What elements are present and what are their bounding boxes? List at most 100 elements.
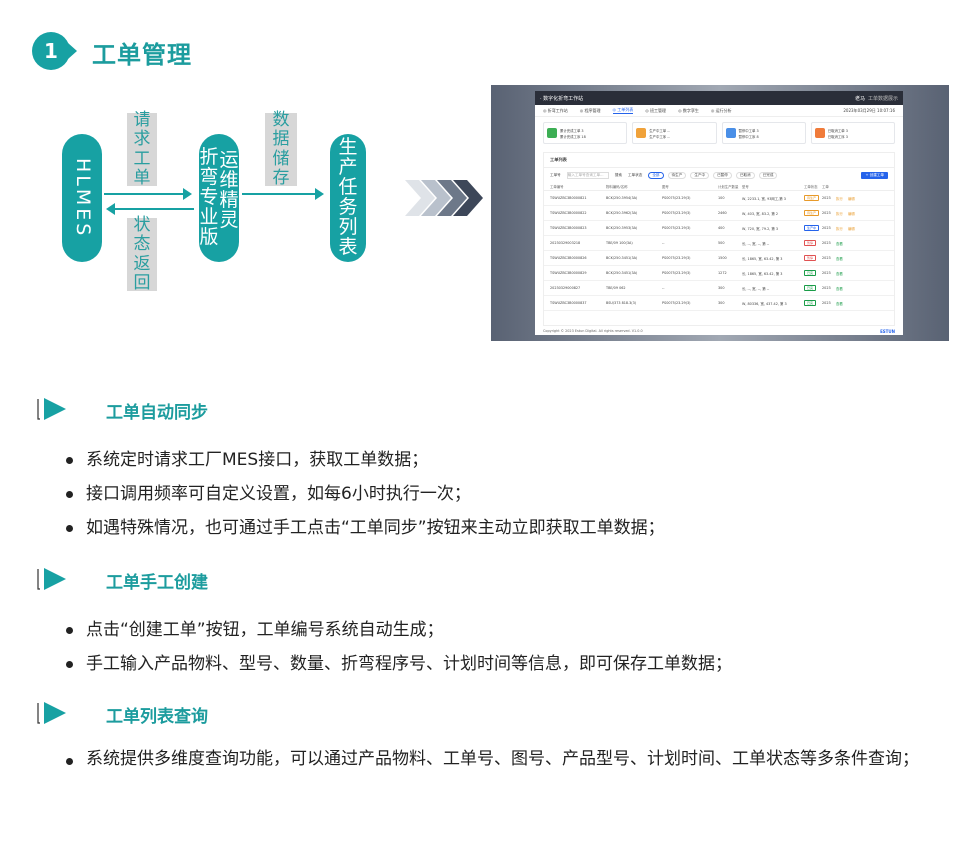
table-cell: W, 2233.1, 宽, 93网工,第 3	[742, 196, 786, 201]
table-cell: 2023	[822, 226, 831, 230]
stat-icon	[725, 128, 736, 138]
row-action-link[interactable]: 编辑	[848, 196, 855, 201]
vertical-char: 态	[133, 234, 151, 255]
table-cell: TSWUZBC3B0000826	[550, 256, 587, 260]
section-title-auto-sync: 工单自动同步	[106, 403, 208, 423]
row-action-link[interactable]: 执行	[836, 226, 843, 231]
flow-node-bend-col1: 折弯专业版	[199, 147, 219, 248]
table-cell: 长, --, 宽, --, 第 --	[742, 286, 770, 291]
row-action-link[interactable]: 编辑	[848, 226, 855, 231]
section-number-badge: 1	[32, 32, 70, 70]
vertical-char: 回	[133, 272, 151, 293]
status-chip[interactable]: 全部	[648, 172, 664, 179]
footer-logo: ESTUN	[880, 328, 895, 334]
status-cell: 已完	[804, 285, 822, 291]
app-window: · 数字化折弯工作站 老马 工单数据展示 ◎ 折弯工作站 ◎ 程序管理 ◎ 工单列表…	[535, 91, 903, 335]
table-cell: PS0075/23.29(3)	[662, 196, 691, 200]
vertical-char: 弯	[199, 166, 219, 189]
row-action-link[interactable]: 执行	[836, 196, 843, 201]
row-action-link[interactable]: 查看	[836, 256, 843, 261]
vertical-char: 单	[133, 167, 151, 188]
table-cell: BCK/250.3451(3A)	[606, 256, 638, 260]
list-query-list: 系统提供多维度查询功能，可以通过产品物料、工单号、图号、产品型号、计划时间、工单…	[64, 744, 950, 775]
play-arrow-icon	[37, 398, 66, 420]
vertical-char: 产	[338, 156, 358, 179]
status-chip[interactable]: 已暂停	[713, 172, 732, 179]
table-cell: 300	[718, 286, 725, 290]
vertical-char: 据	[272, 129, 290, 150]
table-cell: W, 720, 宽, 79.2, 第 3	[742, 226, 779, 231]
vertical-char: 灵	[219, 208, 239, 231]
badge-arrow-icon	[68, 43, 77, 59]
nav-tab[interactable]: ◎ 运行分析	[710, 107, 732, 113]
row-action-link[interactable]: 查看	[836, 271, 843, 276]
status-badge: 已完	[804, 285, 817, 291]
arrow-right-icon	[242, 188, 324, 200]
table-cell: 2023	[822, 271, 831, 275]
vertical-char: 专	[199, 186, 219, 209]
table-cell: PS0075/23.29(3)	[662, 211, 691, 215]
status-cell: 待生产	[804, 195, 822, 201]
vertical-char: 版	[199, 225, 219, 248]
vertical-char: 维	[219, 169, 239, 192]
row-action-link[interactable]: 执行	[836, 211, 843, 216]
filter-bar: 工单号 输入工单号查询工单... 搜索 工单状态 全部待生产生产中已暂停已取消已…	[544, 168, 894, 183]
nav-tab[interactable]: ◎ 折弯工作站	[543, 107, 568, 113]
arrow-left-icon	[106, 203, 194, 215]
table-cell: --	[662, 241, 665, 245]
table-header: 工单编号物料编码/名称图号计划生产数量型号工单状态工单	[544, 183, 894, 191]
status-cell: 生产中	[804, 225, 822, 231]
vertical-char: 状	[133, 215, 151, 236]
vertical-char: 表	[338, 235, 358, 258]
user-role: 工单数据展示	[867, 95, 898, 102]
table-cell: TSWUZBC3B0000837	[550, 301, 587, 305]
row-action-link[interactable]: 查看	[836, 301, 843, 306]
column-header: 计划生产数量	[718, 185, 739, 189]
nav-tab[interactable]: ◎ 数字孪生	[678, 107, 699, 113]
app-header: · 数字化折弯工作站 老马 工单数据展示	[535, 91, 903, 105]
app-title: · 数字化折弯工作站	[540, 95, 584, 102]
auto-sync-list: 系统定时请求工厂MES接口，获取工单数据； 接口调用频率可自定义设置，如每6小时…	[64, 443, 665, 545]
table-cell: TBE/09 100(3A)	[606, 241, 633, 245]
status-chip[interactable]: 生产中	[690, 172, 710, 179]
row-action-link[interactable]: 编辑	[848, 211, 855, 216]
status-cell: 暂停	[804, 240, 822, 246]
stat-text: 暂停中工单 3	[738, 128, 759, 133]
filter-label: 工单号	[550, 173, 561, 177]
table-cell: TSWUZBC3B0000829	[550, 271, 587, 275]
status-badge: 暂停	[804, 240, 817, 246]
stat-text: 累计完成工单 3	[560, 128, 584, 133]
table-cell: BCK/250.3954(3A)	[606, 196, 638, 200]
table-cell: BCK/250.3962(3A)	[606, 211, 638, 215]
flow-node-bend: 折弯专业版 运维精灵	[199, 134, 239, 262]
status-cell: 已完	[804, 270, 822, 276]
status-chip[interactable]: 待生产	[667, 172, 687, 179]
row-action-link[interactable]: 查看	[836, 241, 843, 246]
search-button[interactable]: 搜索	[614, 173, 622, 177]
row-action-link[interactable]: 查看	[836, 286, 843, 291]
flow-node-production: 生产任务列表	[330, 134, 366, 262]
table-cell: TBE/09 062	[606, 286, 626, 290]
page-title: 工单管理	[92, 41, 192, 69]
nav-tab[interactable]: ◎ 工单列表	[612, 107, 634, 114]
status-badge: 暂停	[804, 255, 817, 261]
create-order-button[interactable]: + 创建工单	[861, 172, 888, 179]
nav-tab[interactable]: ◎ 班工管理	[645, 107, 667, 113]
stat-text: 暂停中工序 8	[738, 134, 759, 139]
status-chip[interactable]: 已取消	[735, 172, 755, 179]
list-item: 手工输入产品物料、型号、数量、折弯程序号、计划时间等信息，即可保存工单数据；	[64, 647, 732, 681]
nav-tab[interactable]: ◎ 程序管理	[579, 107, 601, 113]
status-chip[interactable]: 已完成	[758, 172, 778, 179]
status-cell: 已完	[804, 300, 822, 306]
order-search-input[interactable]: 输入工单号查询工单...	[566, 172, 609, 179]
vertical-char: 数	[272, 110, 290, 131]
table-cell: 2023	[822, 196, 831, 200]
